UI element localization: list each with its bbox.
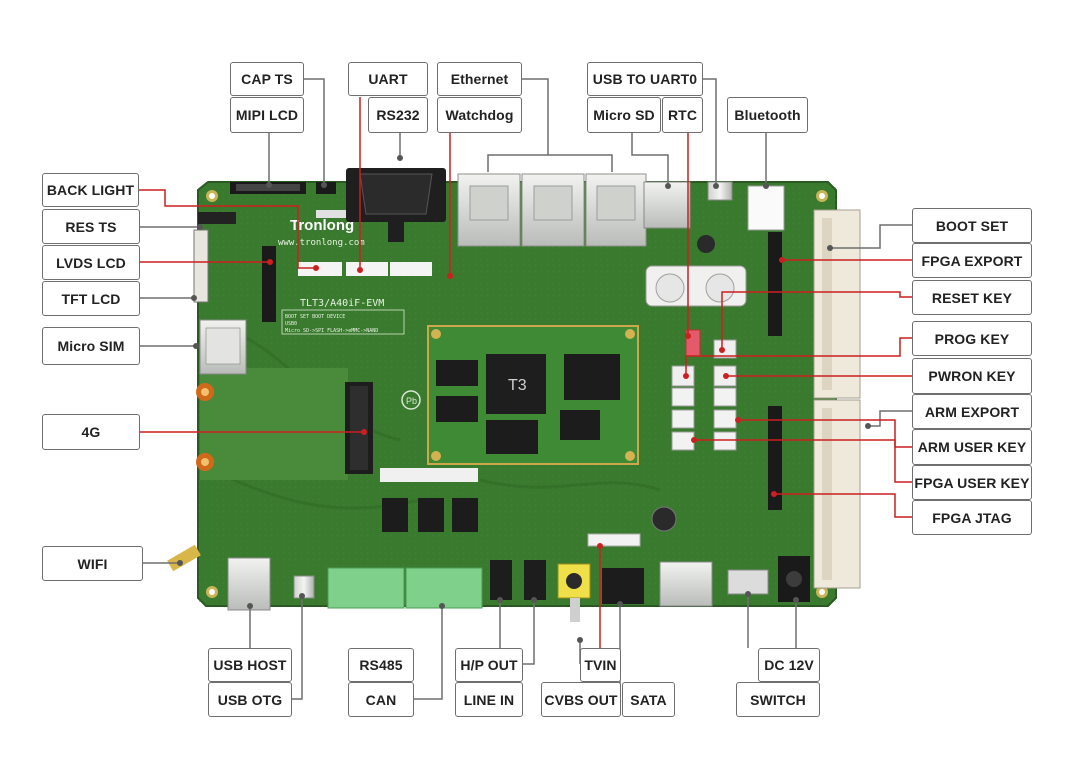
- silkscreen-text: Tronlong www.tronlong.com TLT3/A40iF-EVM…: [278, 217, 405, 335]
- svg-text:T3: T3: [508, 377, 527, 394]
- svg-text:TLT3/A40iF-EVM: TLT3/A40iF-EVM: [300, 298, 384, 309]
- label-mipi-lcd: MIPI LCD: [230, 97, 304, 133]
- mounting-holes: [206, 190, 828, 598]
- label-can: CAN: [348, 682, 414, 717]
- label-usb-host: USB HOST: [208, 648, 292, 682]
- label-tvin: TVIN: [580, 648, 621, 682]
- top-right-connectors: [643, 181, 785, 253]
- ethernet-rj45-ports: [457, 173, 647, 247]
- label-4g: 4G: [42, 414, 140, 450]
- label-switch: SWITCH: [736, 682, 820, 717]
- label-lvds-lcd: LVDS LCD: [42, 245, 140, 280]
- label-fpga-user-key: FPGA USER KEY: [912, 465, 1032, 500]
- label-ethernet: Ethernet: [437, 62, 522, 96]
- uart-headers: [298, 210, 432, 276]
- svg-text:Micro SD->SPI FLASH->eMMC->NAN: Micro SD->SPI FLASH->eMMC->NAND: [285, 328, 378, 334]
- label-res-ts: RES TS: [42, 209, 140, 244]
- label-hp-out: H/P OUT: [455, 648, 523, 682]
- label-wifi: WIFI: [42, 546, 143, 581]
- label-micro-sd: Micro SD: [587, 97, 661, 133]
- bottom-connectors: [167, 506, 810, 622]
- label-line-in: LINE IN: [455, 682, 523, 717]
- label-arm-user-key: ARM USER KEY: [912, 429, 1032, 465]
- label-prog-key: PROG KEY: [912, 321, 1032, 356]
- led-row: [380, 468, 478, 532]
- label-sata: SATA: [622, 682, 675, 717]
- label-watchdog: Watchdog: [437, 97, 522, 133]
- 4g-module-area: Pb: [196, 368, 421, 480]
- label-cap-ts: CAP TS: [230, 62, 304, 96]
- label-fpga-export: FPGA EXPORT: [912, 243, 1032, 278]
- label-cvbs-out: CVBS OUT: [541, 682, 621, 717]
- micro-sim-slot: [199, 319, 247, 375]
- label-bluetooth: Bluetooth: [727, 97, 808, 133]
- svg-text:BOOT SET BOOT DEVICE: BOOT SET BOOT DEVICE: [285, 314, 345, 320]
- svg-text:www.tronlong.com: www.tronlong.com: [278, 238, 365, 248]
- som-core-board: T3: [427, 325, 639, 465]
- label-uart: UART: [348, 62, 428, 96]
- label-pwron-key: PWRON KEY: [912, 358, 1032, 394]
- label-arm-export: ARM EXPORT: [912, 394, 1032, 429]
- label-rs485: RS485: [348, 648, 414, 682]
- svg-text:Pb: Pb: [406, 396, 417, 406]
- label-boot-set: BOOT SET: [912, 208, 1032, 243]
- label-rtc: RTC: [662, 97, 703, 133]
- rtc-battery-holder: [645, 265, 747, 307]
- label-reset-key: RESET KEY: [912, 280, 1032, 315]
- callout-lines: [139, 78, 912, 700]
- label-dc-12v: DC 12V: [758, 648, 820, 682]
- label-micro-sim: Micro SIM: [42, 327, 140, 365]
- label-tft-lcd: TFT LCD: [42, 281, 140, 316]
- svg-text:USB0: USB0: [285, 321, 297, 327]
- label-usb-otg: USB OTG: [208, 682, 292, 717]
- svg-text:Tronlong: Tronlong: [290, 217, 354, 234]
- label-usb-to-uart0: USB TO UART0: [587, 62, 703, 96]
- rs232-db9-connector: [346, 168, 446, 242]
- lcd-connectors: [193, 182, 336, 322]
- label-rs232: RS232: [368, 97, 428, 133]
- label-fpga-jtag: FPGA JTAG: [912, 500, 1032, 535]
- label-back-light: BACK LIGHT: [42, 173, 139, 207]
